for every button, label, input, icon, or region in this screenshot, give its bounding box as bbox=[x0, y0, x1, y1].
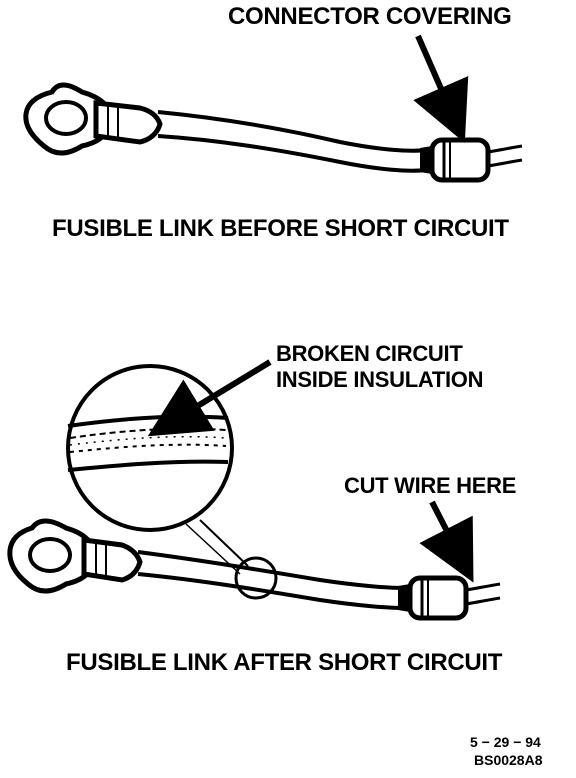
ring-terminal-bottom bbox=[7, 518, 97, 594]
connector-covering bbox=[420, 137, 491, 183]
wire-top bbox=[157, 110, 426, 173]
crimp-sleeve-top bbox=[93, 100, 163, 145]
crimp-sleeve-bottom bbox=[81, 537, 143, 583]
break-location-circle bbox=[234, 556, 278, 600]
after-short-circuit-title: FUSIBLE LINK AFTER SHORT CIRCUIT bbox=[66, 649, 503, 676]
before-short-circuit-title: FUSIBLE LINK BEFORE SHORT CIRCUIT bbox=[52, 215, 509, 242]
wire-leads-top bbox=[487, 144, 523, 168]
fusible-link-before bbox=[23, 34, 523, 183]
magnifier-circle bbox=[66, 364, 234, 532]
magnifier-leader bbox=[199, 519, 249, 567]
connector-covering-arrow bbox=[413, 34, 469, 143]
fusible-link-after bbox=[7, 359, 501, 621]
ring-terminal-top bbox=[23, 82, 113, 156]
wire-leads-bottom bbox=[465, 582, 501, 606]
broken-circuit-label-line2: INSIDE INSULATION bbox=[276, 367, 484, 392]
broken-circuit-arrow bbox=[147, 359, 272, 437]
connector-covering-label: CONNECTOR COVERING bbox=[228, 3, 512, 30]
figure-code: BS0028A8 bbox=[474, 752, 543, 768]
cut-wire-here-label: CUT WIRE HERE bbox=[344, 473, 517, 498]
connector-covering-bottom bbox=[398, 575, 469, 621]
broken-circuit-label-line1: BROKEN CIRCUIT bbox=[276, 341, 463, 366]
cut-wire-arrow bbox=[419, 500, 474, 583]
wire-bottom bbox=[137, 550, 403, 610]
figure-date: 5 − 29 − 94 bbox=[470, 734, 541, 750]
